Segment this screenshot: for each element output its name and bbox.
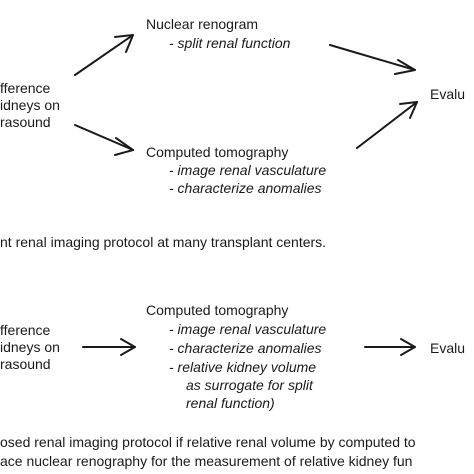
panel-b-ct-item-4: as surrogate for split xyxy=(186,377,313,393)
panel-a-left-line-3: rasound xyxy=(0,114,51,130)
panel-b-ct-item-5: renal function) xyxy=(186,395,275,411)
arrow-ct-to-evaluation xyxy=(356,101,418,149)
arrow-b-left-to-ct xyxy=(82,338,136,356)
panel-a-left-line-1: fference xyxy=(0,80,51,96)
arrow-left-to-ct xyxy=(74,124,134,156)
nuclear-renogram-item: - split renal function xyxy=(169,35,291,51)
panel-b-left-line-1: fference xyxy=(0,322,51,338)
panel-a-caption: nt renal imaging protocol at many transp… xyxy=(0,234,327,250)
panel-a-left-line-2: idneys on xyxy=(0,97,60,113)
panel-a-ct-title: Computed tomography xyxy=(146,144,289,160)
panel-b-caption-line-2: ace nuclear renography for the measureme… xyxy=(0,453,413,469)
arrow-left-to-nuclear xyxy=(74,34,134,76)
panel-b-ct-title: Computed tomography xyxy=(146,302,289,318)
panel-a-evaluation: Evalu xyxy=(430,86,466,102)
nuclear-renogram-title: Nuclear renogram xyxy=(146,16,259,32)
panel-b-caption-line-1: osed renal imaging protocol if relative … xyxy=(0,434,416,450)
panel-b-ct-item-1: - image renal vasculature xyxy=(169,321,327,337)
panel-b-ct-item-3: - relative kidney volume xyxy=(169,359,317,375)
panel-a-ct-item-1: - image renal vasculature xyxy=(169,162,327,178)
panel-b-ct-item-2: - characterize anomalies xyxy=(169,340,322,356)
arrow-b-ct-to-evaluation xyxy=(364,338,416,356)
arrow-nuclear-to-evaluation xyxy=(329,44,416,75)
panel-b-left-line-2: idneys on xyxy=(0,339,60,355)
panel-b-left-line-3: rasound xyxy=(0,356,51,372)
panel-b-evaluation: Evalu xyxy=(430,340,466,356)
panel-a-ct-item-2: - characterize anomalies xyxy=(169,180,322,196)
